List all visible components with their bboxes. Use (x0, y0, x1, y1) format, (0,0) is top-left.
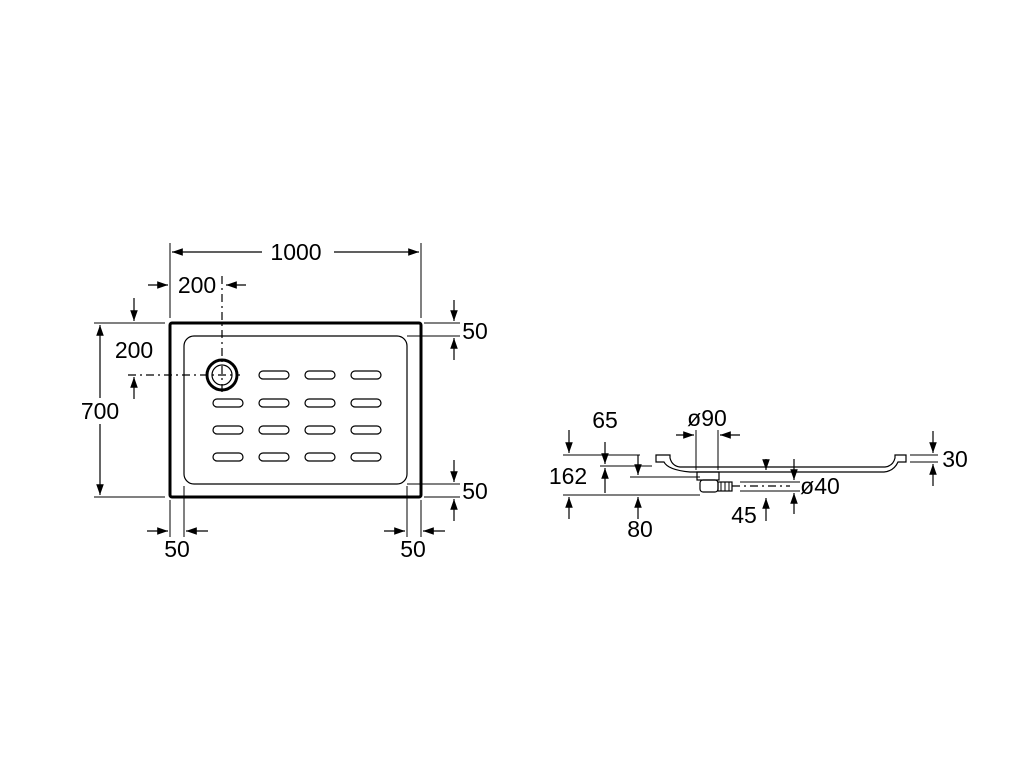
label-drain-offset-x: 200 (178, 272, 216, 298)
label-diameter-90: ø90 (687, 405, 727, 431)
dim-rim-right: 50 (384, 486, 445, 562)
label-diameter-40: ø40 (800, 473, 840, 499)
dim-rim-top: 50 (407, 300, 488, 360)
label-overall-width: 1000 (270, 239, 321, 265)
label-45: 45 (731, 502, 757, 528)
label-30: 30 (942, 446, 968, 472)
dim-overall-width: 1000 (169, 239, 422, 318)
anti-slip-slot (212, 452, 244, 462)
label-overall-depth: 700 (81, 398, 119, 424)
label-rim-right: 50 (400, 536, 426, 562)
section-view: 65 ø90 162 80 30 (549, 405, 968, 542)
dim-65: 65 (565, 407, 618, 464)
tray-profile (655, 454, 907, 473)
anti-slip-slot (304, 452, 336, 462)
anti-slip-slot (350, 452, 382, 462)
plan-view: 1000 200 200 700 (81, 239, 488, 562)
anti-slip-slot (258, 452, 290, 462)
tray-basin (183, 335, 408, 485)
anti-slip-slot (212, 398, 244, 408)
anti-slip-pattern (212, 370, 382, 462)
anti-slip-slot (258, 370, 290, 380)
anti-slip-slot (258, 398, 290, 408)
dim-diameter-90: ø90 (676, 405, 740, 470)
label-drain-offset-y: 200 (115, 337, 153, 363)
dim-drain-offset-y: 200 (115, 298, 240, 399)
anti-slip-slot (350, 425, 382, 435)
anti-slip-slot (304, 425, 336, 435)
anti-slip-slot (304, 370, 336, 380)
anti-slip-slot (304, 398, 336, 408)
label-65: 65 (592, 407, 618, 433)
dim-30: 30 (910, 431, 968, 486)
dim-drain-offset-x: 200 (148, 272, 246, 392)
label-80: 80 (627, 516, 653, 542)
label-rim-bottom: 50 (462, 478, 488, 504)
anti-slip-slot (350, 370, 382, 380)
drain-trap-icon (696, 471, 790, 493)
label-rim-left: 50 (164, 536, 190, 562)
dim-rim-bottom: 50 (407, 460, 488, 521)
label-rim-top: 50 (462, 318, 488, 344)
anti-slip-slot (350, 398, 382, 408)
tray-outline (168, 321, 423, 499)
dim-80: 80 (627, 455, 653, 542)
dim-overall-depth: 700 (81, 322, 165, 498)
anti-slip-slot (212, 425, 244, 435)
anti-slip-slot (258, 425, 290, 435)
dim-45: 45 (731, 459, 775, 528)
dim-162: 162 (549, 463, 609, 519)
dim-rim-left: 50 (147, 486, 208, 562)
dim-diameter-40: ø40 (740, 459, 840, 514)
label-162: 162 (549, 463, 587, 489)
